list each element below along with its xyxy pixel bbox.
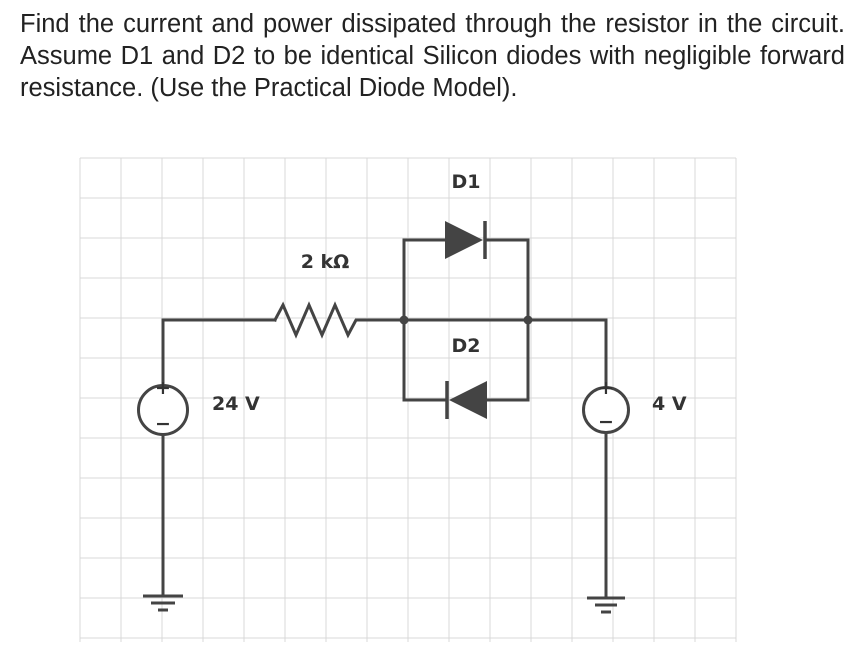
diode-d2-symbol <box>445 381 487 419</box>
minus-sign-left: − <box>155 413 171 435</box>
diode-d1-symbol <box>445 221 487 259</box>
junction-node-right <box>523 315 533 325</box>
minus-sign-right: − <box>598 411 614 433</box>
ground-icon-right <box>587 596 625 614</box>
ground-icon-left <box>143 594 183 612</box>
resistor-label: 2 kΩ <box>301 251 350 273</box>
diode-d1-label: D1 <box>452 171 481 193</box>
question-text: Find the current and power dissipated th… <box>20 10 845 102</box>
resistor-symbol <box>272 301 366 339</box>
source-24v-label: 24 V <box>212 393 260 415</box>
plus-sign-right: + <box>598 377 614 399</box>
voltage-source-4v: + − <box>582 377 630 434</box>
junction-node-left <box>399 315 409 325</box>
voltage-source-24v: + − <box>137 377 189 436</box>
plus-sign-left: + <box>155 377 171 399</box>
source-4v-label: 4 V <box>652 393 687 415</box>
wires <box>161 238 608 599</box>
diode-d2-label: D2 <box>452 335 481 357</box>
grid-background <box>79 157 737 642</box>
